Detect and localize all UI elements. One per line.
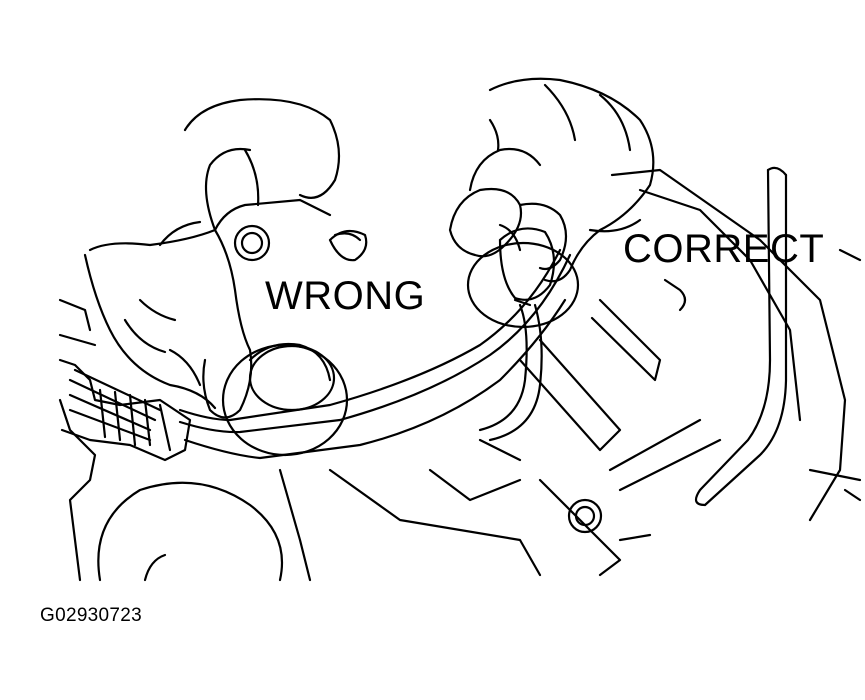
wire-harness-connector: [58, 358, 192, 462]
left-hand: [83, 98, 341, 419]
figure-id: G02930723: [40, 605, 143, 626]
correct-label: CORRECT: [623, 227, 825, 271]
sensor-correct: [466, 227, 580, 442]
right-hand: [448, 77, 655, 283]
engine-cover: [58, 166, 862, 582]
wrong-label: WRONG: [265, 274, 426, 318]
